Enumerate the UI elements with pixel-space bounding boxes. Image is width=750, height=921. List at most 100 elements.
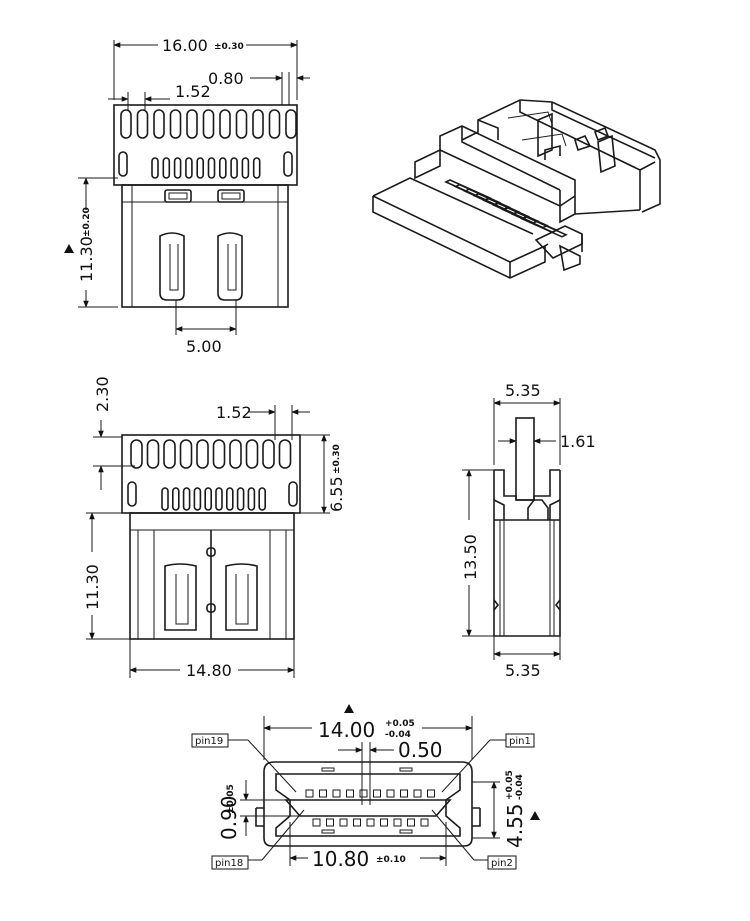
- lead-pad: [130, 439, 143, 469]
- front-width-tol-plus: +0.05: [385, 719, 415, 729]
- lead-height-dim: 6.55: [327, 476, 346, 512]
- top-height-dim: 11.30: [77, 236, 96, 282]
- front-bottom-pin: [312, 818, 321, 827]
- pin1-label: pin1: [509, 736, 531, 747]
- side-tab: [515, 417, 535, 501]
- lead-lower-pads: [127, 481, 298, 511]
- pin19-label: pin19: [195, 736, 223, 747]
- lead-lower-pad: [172, 487, 180, 511]
- top-lower-pad: [185, 157, 193, 179]
- lead-lower-pad: [258, 487, 267, 511]
- lead-body: [129, 512, 295, 640]
- top-lower-pad: [173, 157, 182, 179]
- top-lower-pad: [252, 157, 261, 179]
- lead-height-tol: ±0.30: [332, 444, 342, 474]
- front-tongue-tol: ±0.05: [226, 784, 236, 814]
- lead-lower-pad: [236, 487, 245, 511]
- top-view: 16.00 ±0.30 0.80 1.52 11.30 ±0.20 5.00: [64, 36, 310, 356]
- top-pad: [252, 109, 264, 139]
- top-lower-pad: [151, 157, 159, 179]
- pin2-label-box: [487, 855, 517, 870]
- side-height-dim: 13.50: [461, 534, 480, 580]
- front-top-pin: [413, 789, 422, 798]
- top-pad: [136, 109, 149, 139]
- lead-pad: [179, 439, 193, 469]
- pin2-label: pin2: [491, 858, 513, 869]
- top-pad: [186, 109, 198, 139]
- top-lower-pad: [241, 157, 250, 179]
- front-top-pin: [373, 789, 381, 798]
- front-bottom-pin: [407, 818, 415, 827]
- front-top-pin: [359, 789, 368, 798]
- lead-offset-dim: 2.30: [93, 376, 112, 412]
- lead-pad: [212, 439, 226, 469]
- front-inner-opening: [275, 773, 461, 837]
- lead-side-pad: [127, 481, 137, 507]
- top-lower-pad: [196, 157, 204, 179]
- top-pitch-dim: 1.52: [175, 82, 211, 101]
- lead-body-height-dim: 11.30: [83, 564, 102, 610]
- front-pins: [305, 789, 435, 827]
- lead-lower-pad: [161, 487, 169, 511]
- top-body: [121, 184, 289, 308]
- front-view: 14.00 +0.05 -0.04 0.50 4.55 +0.05 -0.04 …: [191, 704, 540, 871]
- front-top-pin: [386, 789, 395, 798]
- front-height-dim: 4.55: [503, 803, 527, 848]
- isometric-pins: [444, 179, 568, 238]
- side-view: 5.35 1.61 13.50 5.35: [461, 381, 596, 680]
- top-lower-pad: [162, 157, 171, 179]
- lead-lower-pad: [215, 487, 223, 511]
- front-bottom-pin: [326, 818, 334, 827]
- top-pad: [219, 109, 231, 139]
- top-pad: [285, 109, 297, 139]
- side-tab-dim: 1.61: [560, 432, 596, 451]
- side-top-width-dim: 5.35: [505, 381, 541, 400]
- top-pad: [153, 109, 165, 139]
- front-bottom-pin: [353, 818, 361, 827]
- front-bottom-pin: [393, 818, 402, 827]
- top-lower-pads: [118, 151, 293, 179]
- top-height-tol: ±0.20: [82, 207, 92, 237]
- front-tongue: [284, 799, 452, 817]
- front-width-tol-minus: -0.04: [385, 730, 411, 740]
- lead-lower-pad: [193, 487, 202, 511]
- top-pad: [268, 109, 281, 139]
- top-pad: [235, 109, 248, 139]
- top-lower-pad: [219, 157, 227, 179]
- lead-pad: [245, 439, 259, 469]
- front-inner-width-tol: ±0.10: [376, 855, 406, 865]
- lead-pad: [229, 439, 242, 469]
- front-top-pin: [400, 789, 408, 798]
- top-pad: [202, 109, 215, 139]
- front-height-tol-plus: +0.05: [505, 770, 515, 800]
- lead-side-pad: [288, 481, 298, 507]
- front-bottom-pin: [380, 818, 388, 827]
- pin18-label-box: [211, 855, 249, 870]
- front-pitch-dim: 0.50: [398, 738, 443, 762]
- front-top-pin: [305, 789, 314, 798]
- top-lower-pad: [207, 157, 216, 179]
- lead-pitch-dim: 1.52: [216, 403, 252, 422]
- top-side-pad: [283, 151, 293, 177]
- top-lower-pad: [230, 157, 238, 179]
- front-bottom-pin: [366, 818, 375, 827]
- front-height-tol-minus: -0.04: [515, 774, 525, 800]
- isometric-pin: [520, 215, 568, 238]
- pin18-label: pin18: [215, 858, 243, 869]
- top-side-pad: [118, 151, 128, 177]
- front-top-pin: [346, 789, 354, 798]
- isometric-view: [372, 99, 661, 279]
- lead-lower-pad: [204, 487, 212, 511]
- lead-lower-pad: [247, 487, 256, 511]
- top-pad: [169, 109, 182, 139]
- top-width-tol: ±0.30: [214, 42, 244, 52]
- lead-lower-pad: [226, 487, 234, 511]
- front-bottom-pin: [420, 818, 429, 827]
- top-pin-offset-dim: 0.80: [208, 69, 244, 88]
- top-upper-pads: [120, 109, 297, 139]
- lead-pad: [163, 439, 176, 469]
- lead-upper-pads: [130, 439, 292, 469]
- lead-pad: [262, 439, 275, 469]
- top-width-dim: 16.00: [162, 36, 208, 55]
